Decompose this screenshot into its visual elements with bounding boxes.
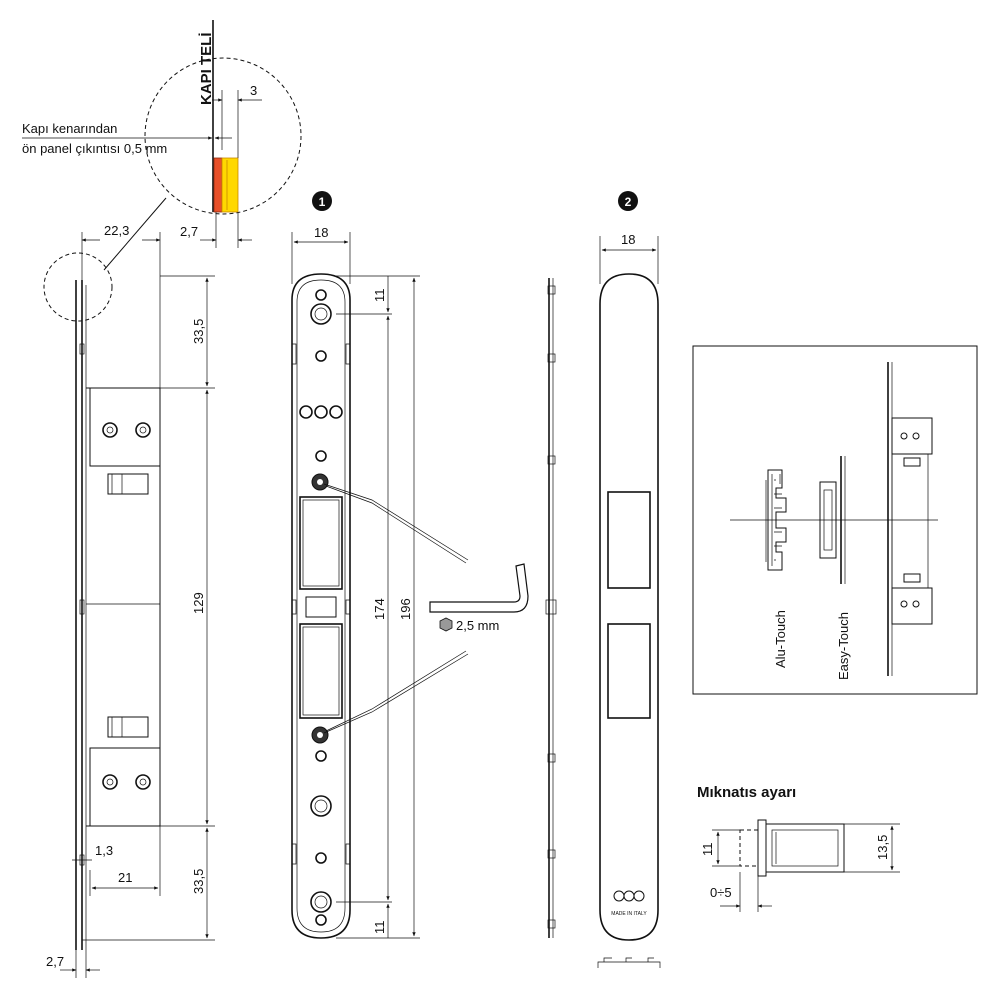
easy-touch-label: Easy-Touch [836,612,851,680]
dim-1-3: 1,3 [95,843,113,858]
side-view-left: 22,3 2,7 33,5 129 33,5 1,3 21 2,7 [43,212,252,978]
hex-icon [439,617,453,632]
door-edge-note-1: Kapı kenarından [22,121,117,136]
magnet-setting-title: Mıknatıs ayarı [697,784,796,801]
dim-13-5: 13,5 [875,835,890,860]
door-wire-label: KAPI TELİ [198,32,215,105]
dim-33-5-top: 33,5 [191,319,206,344]
door-edge-note-2: ön panel çıkıntısı 0,5 mm [22,141,167,156]
plate-2: 2 18 MADE IN ITALY [597,191,661,968]
made-in-text: MADE IN ITALY [611,911,647,917]
detail-leader [103,197,167,271]
dim-11-magnet: 11 [700,843,715,857]
magnet-setting: Mıknatıs ayarı 11 13,5 0÷5 [697,784,900,912]
badge-1-circle [312,191,332,211]
dim-129: 129 [191,592,206,614]
inset-box: Alu-Touch Easy-Touch [692,345,978,695]
detail-mark-circle [43,252,113,322]
plate-1: 1 18 [291,191,469,939]
dim-3: 3 [250,83,257,98]
dim-2-7-bottom: 2,7 [46,954,64,969]
dim-18-right: 18 [621,232,635,247]
badge-1: 1 [319,195,326,209]
dim-22-3: 22,3 [104,223,129,238]
dim-11-bottom: 11 [372,921,387,935]
side-profile [545,278,557,938]
red-insert [213,157,223,213]
dim-33-5-bottom: 33,5 [191,869,206,894]
dim-196: 196 [398,598,413,620]
yellow-insert [221,157,239,213]
dim-11-top: 11 [372,289,387,303]
plate-1-outline [291,273,351,939]
hex-key: 2,5 mm [429,563,529,633]
badge-2-circle [618,191,638,211]
dim-0-5: 0÷5 [710,885,732,900]
alu-touch-label: Alu-Touch [773,610,788,668]
hex-key-label: 2,5 mm [456,618,499,633]
dim-18-left: 18 [314,225,328,240]
plate-2-outline [599,273,659,941]
badge-2: 2 [625,195,632,209]
dim-174: 174 [372,598,387,620]
detail-view: KAPI TELİ 3 Kapı kenarından ön panel çık… [22,20,302,271]
detail-circle [144,57,302,215]
inset-frame [692,345,978,695]
dim-21: 21 [118,870,132,885]
dim-2-7-top: 2,7 [180,224,198,239]
